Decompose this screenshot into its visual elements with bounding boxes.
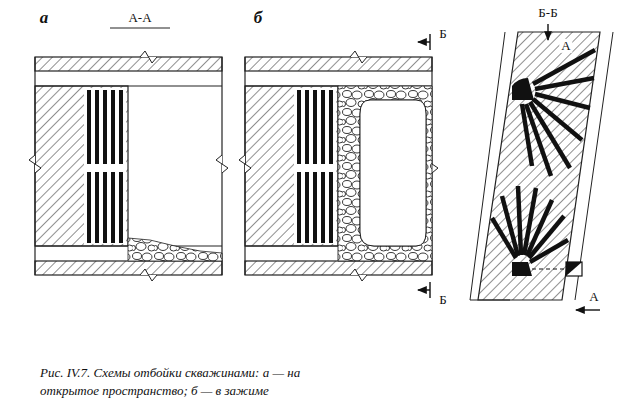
panel-confined (239, 51, 438, 281)
panel-letter: б (252, 9, 264, 28)
broken-ore-pile (128, 238, 222, 261)
lower-drift (512, 262, 532, 276)
figure-caption: Рис. IV.7. Схемы отбойки скважинами: а —… (40, 364, 340, 400)
panel-letter: а (38, 9, 51, 28)
cut-letter: Б (437, 293, 448, 307)
cut-letter: Б (437, 27, 448, 41)
broken-ore-fill (338, 86, 432, 261)
section-cut-marks (418, 34, 430, 298)
section-mark: А-А (126, 11, 153, 25)
cut-letter: А (587, 290, 600, 304)
cut-letter: А (559, 39, 572, 53)
panel-open-space (29, 28, 228, 281)
section-mark: Б-Б (536, 6, 559, 20)
upper-drift (512, 78, 534, 100)
section-inclined-vein (470, 24, 613, 310)
